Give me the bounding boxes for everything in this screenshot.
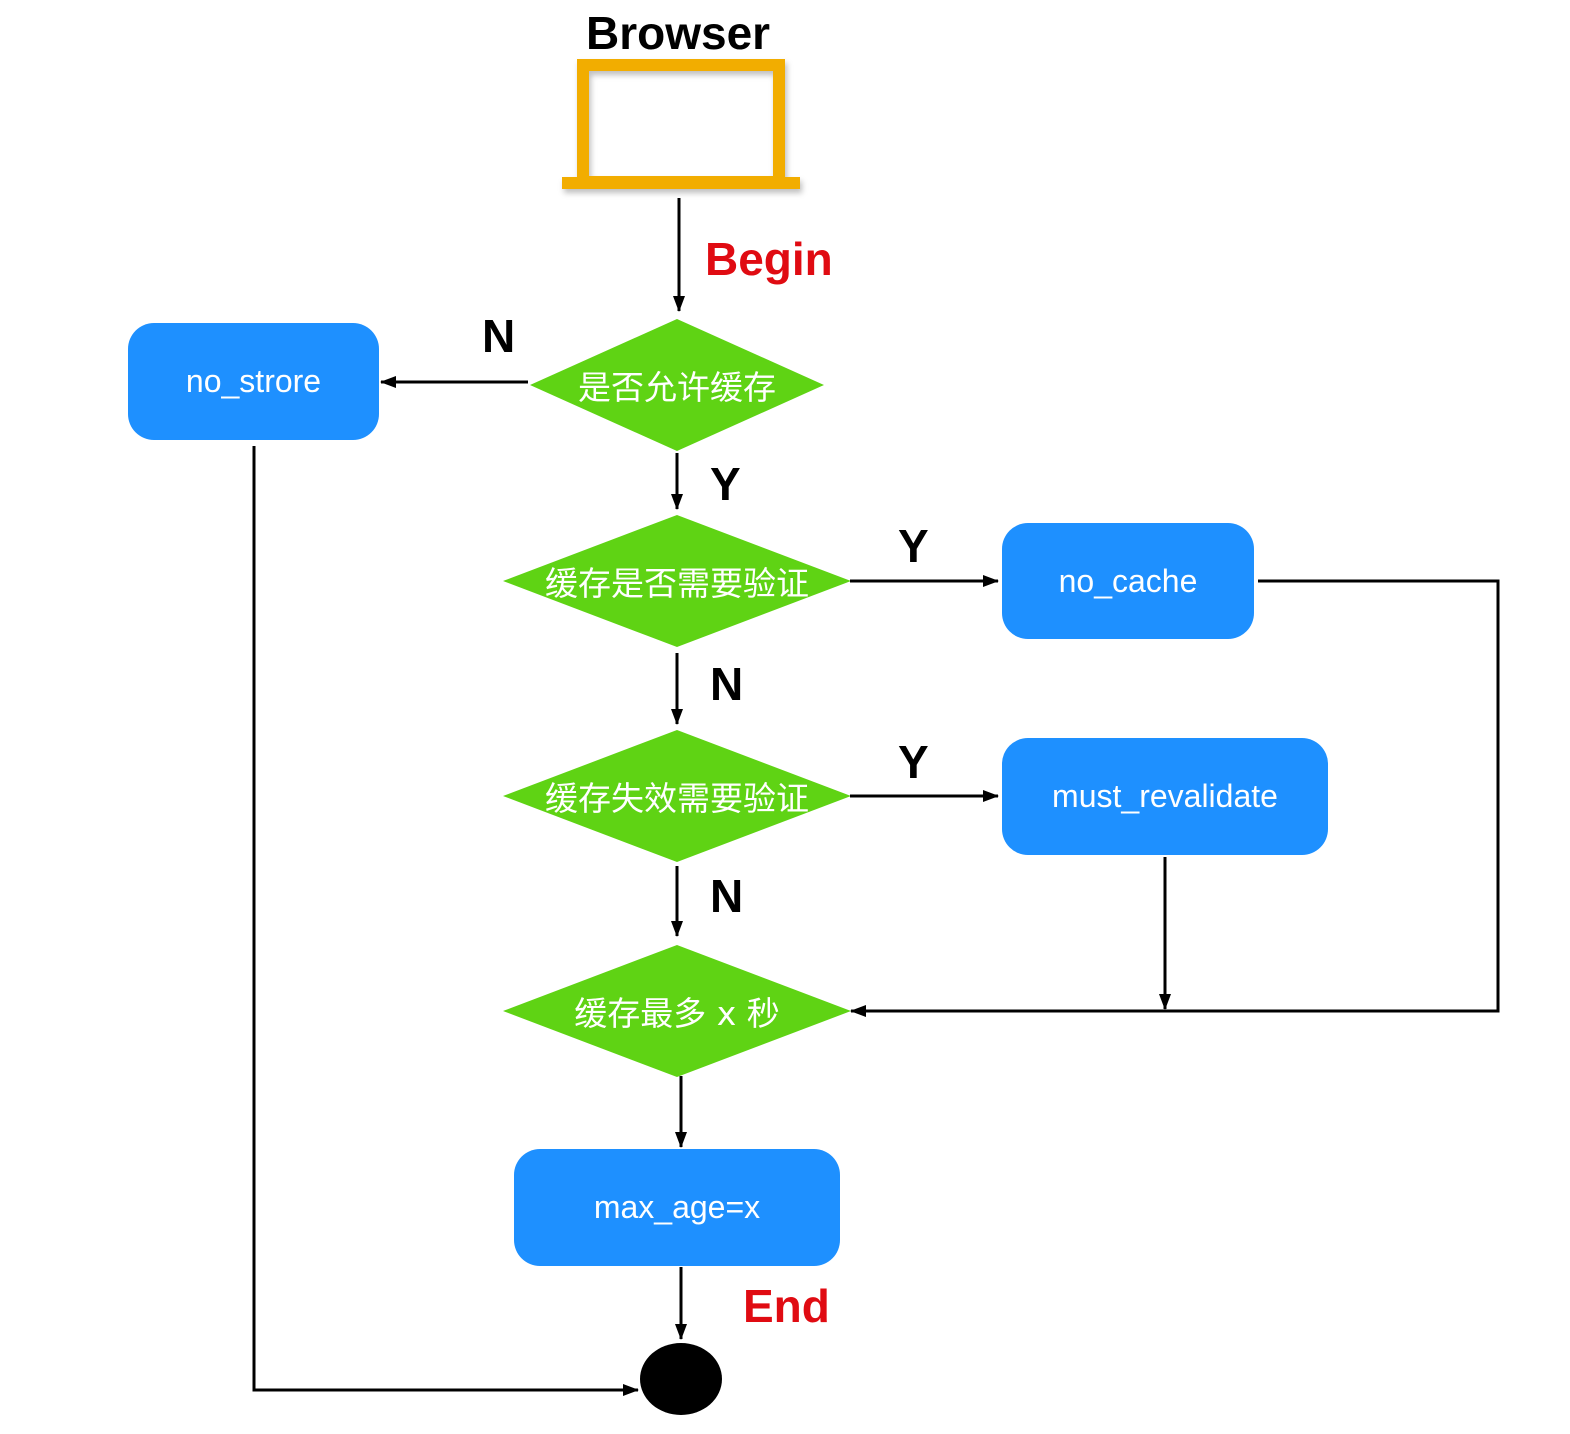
decision-allow-cache-shape <box>530 319 824 451</box>
edge-label-verify-yes: Y <box>898 520 929 572</box>
laptop-icon <box>562 59 800 189</box>
decision-need-verify-shape <box>503 515 851 647</box>
begin-label: Begin <box>705 233 833 285</box>
decision-max-seconds: 缓存最多 x 秒 <box>574 994 780 1033</box>
decision-need-verify: 缓存是否需要验证 <box>545 564 809 603</box>
edge-label-verify-no: N <box>710 658 744 710</box>
edge-label-allow-no: N <box>482 310 516 362</box>
decision-allow-cache: 是否允许缓存 <box>578 368 776 407</box>
edge-label-expire-no: N <box>710 870 744 922</box>
action-max-age-shape <box>514 1149 840 1266</box>
edge-nocache-to-max <box>850 579 1500 1017</box>
end-label: End <box>743 1280 830 1332</box>
browser-label: Browser <box>586 7 771 59</box>
edge-nostore-to-end <box>252 446 639 1396</box>
edge-label-allow-yes: Y <box>710 458 741 510</box>
action-must-revalidate-shape <box>1002 738 1328 855</box>
decision-max-seconds-shape <box>503 945 851 1077</box>
action-no-cache-shape <box>1002 523 1254 639</box>
decision-expire-verify: 缓存失效需要验证 <box>545 779 809 818</box>
action-must-revalidate: must_revalidate <box>1052 778 1278 814</box>
action-max-age: max_age=x <box>593 1189 761 1225</box>
action-no-store: no_strore <box>185 363 322 399</box>
decision-expire-verify-shape <box>503 730 851 862</box>
action-no-store-shape <box>128 323 379 440</box>
action-no-cache: no_cache <box>1058 562 1198 599</box>
end-node <box>640 1343 722 1415</box>
edge-label-expire-yes: Y <box>898 736 929 788</box>
